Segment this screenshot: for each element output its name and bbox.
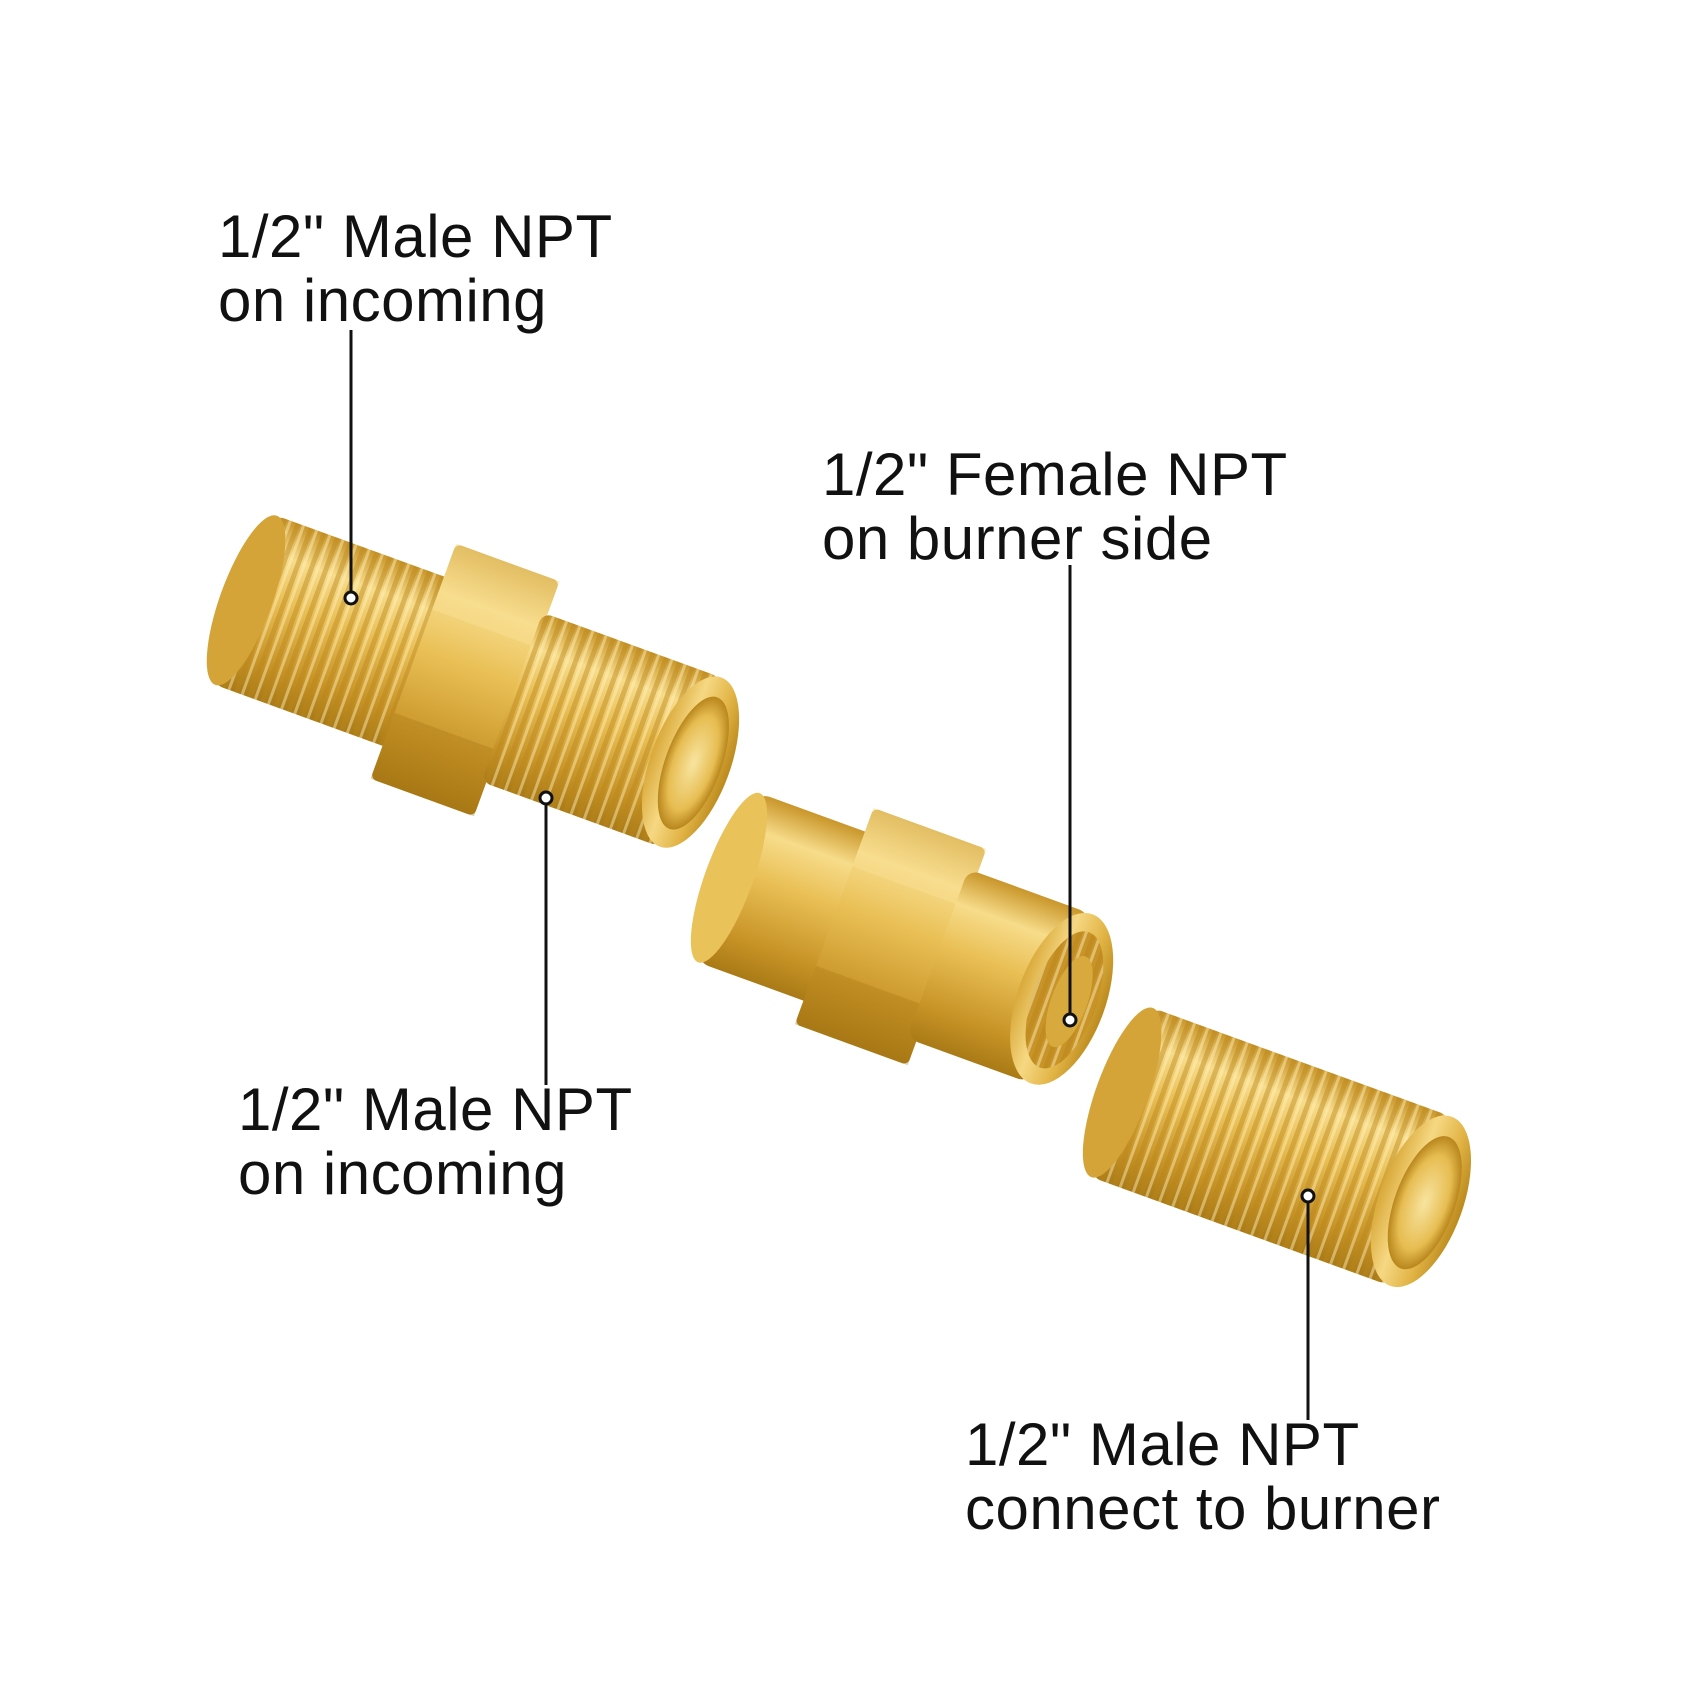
label-line: on incoming [218,267,548,334]
label-line: 1/2" Male NPT [238,1076,633,1143]
label-line: 1/2" Male NPT [965,1411,1360,1478]
coupling-fitting [690,792,1114,1085]
label-female-npt: 1/2" Female NPT on burner side [822,443,1288,571]
label-male-npt-burner: 1/2" Male NPT connect to burner [965,1413,1440,1541]
leader-line-male-top [343,330,359,606]
leader-line-male-bottom [538,790,554,1085]
leader-line-female [1062,565,1078,1028]
label-line: on incoming [238,1140,568,1207]
label-line: on burner side [822,505,1213,572]
label-line: 1/2" Male NPT [218,203,613,270]
label-line: 1/2" Female NPT [822,441,1288,508]
label-male-npt-top: 1/2" Male NPT on incoming [218,205,613,333]
label-line: connect to burner [965,1475,1441,1542]
leader-line-burner [1300,1188,1316,1420]
threaded-nipple-fitting [1082,1007,1472,1288]
label-male-npt-bottom: 1/2" Male NPT on incoming [238,1078,633,1206]
hex-nipple-fitting [206,515,740,848]
